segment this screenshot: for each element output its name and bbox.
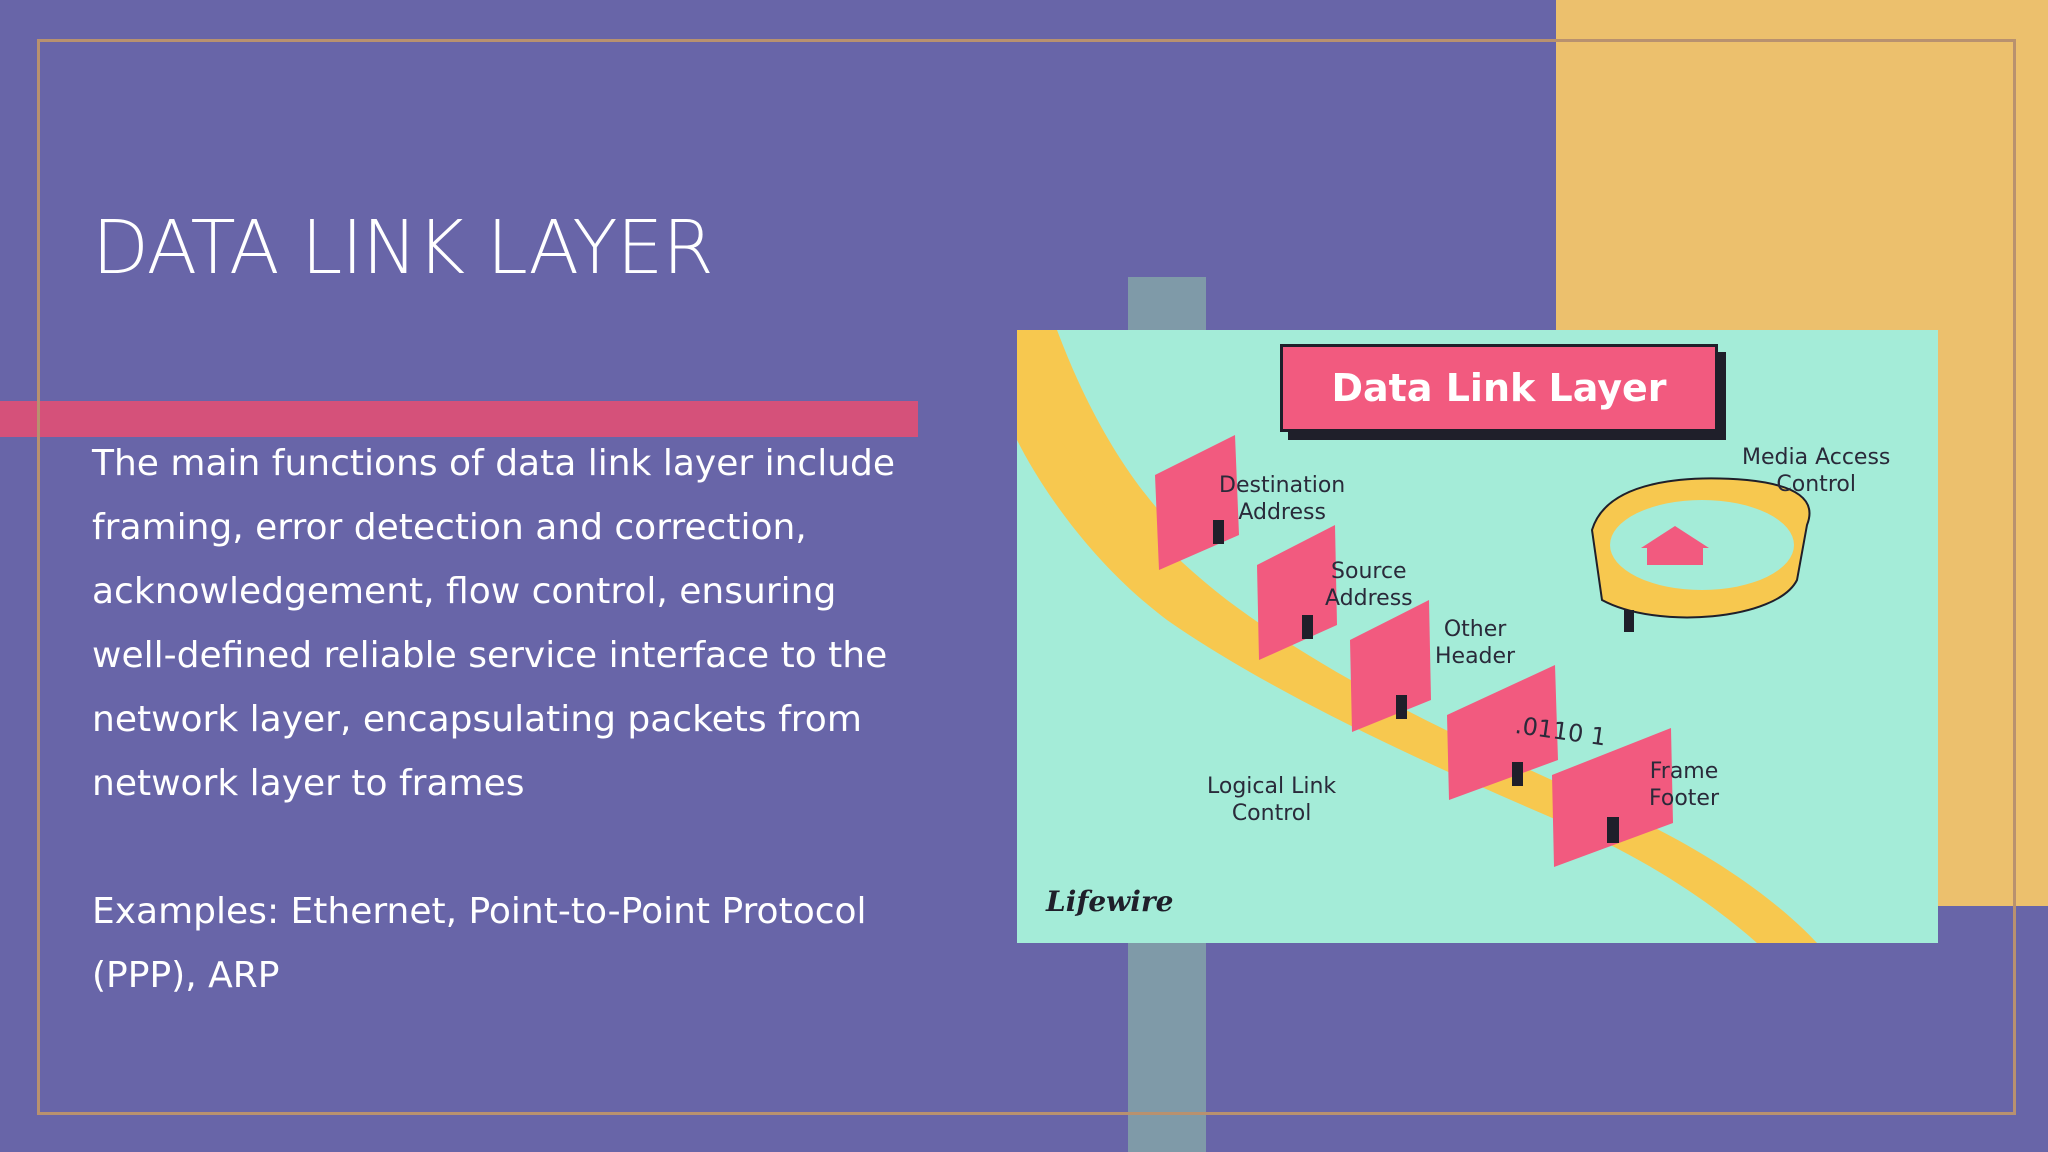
other-header-wall — [1350, 600, 1431, 732]
road-path — [1017, 350, 1817, 943]
frame-footer-wall — [1552, 728, 1673, 867]
mac-fence — [1590, 477, 1811, 632]
label-logical-link-control: Logical Link Control — [1207, 774, 1337, 826]
door-2 — [1302, 615, 1313, 639]
road-top-edge — [1017, 330, 1177, 560]
door-5 — [1607, 817, 1619, 843]
lifewire-logo: Lifewire — [1046, 885, 1174, 918]
examples-paragraph: Examples: Ethernet, Point-to-Point Proto… — [92, 891, 867, 996]
door-1 — [1213, 520, 1224, 544]
pink-accent-bar — [0, 401, 918, 437]
source-wall — [1257, 525, 1337, 660]
illustration-heading: Data Link Layer — [1280, 344, 1718, 432]
label-source-address: Source Address — [1325, 559, 1413, 611]
small-house — [1647, 545, 1703, 565]
data-wall — [1447, 665, 1558, 800]
label-destination-address: Destination Address — [1219, 473, 1346, 525]
illustration-artwork — [1017, 330, 1817, 943]
label-other-header: Other Header — [1435, 617, 1516, 669]
slide-title: DATA LINK LAYER — [92, 205, 714, 291]
data-link-layer-illustration: Data Link Layer Destination Address Sour… — [1017, 330, 1938, 943]
slide-body: The main functions of data link layer in… — [92, 432, 902, 1008]
slide-border — [37, 39, 2016, 1115]
description-paragraph: The main functions of data link layer in… — [92, 443, 896, 804]
door-3 — [1396, 695, 1407, 719]
label-frame-footer: Frame Footer — [1649, 759, 1719, 811]
door-4 — [1512, 762, 1523, 786]
label-media-access-control: Media Access Control — [1742, 445, 1891, 497]
